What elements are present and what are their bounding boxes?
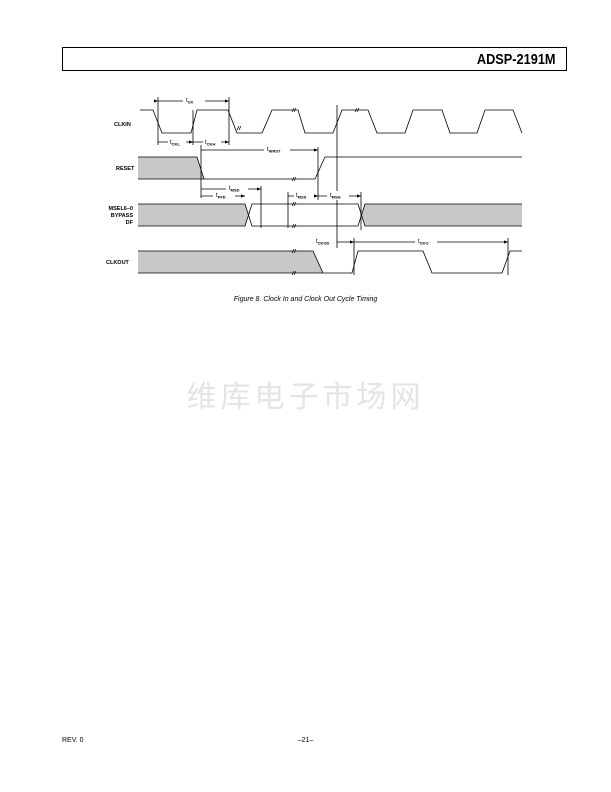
timing-label-tckh: tCKH	[205, 140, 215, 147]
signal-label-clkout: CLKOUT	[106, 260, 130, 266]
clkout-waveform	[138, 250, 522, 274]
clkin-waveform	[140, 109, 523, 134]
timing-label-tpfd: tPFD	[216, 193, 226, 200]
reset-waveform	[138, 156, 522, 180]
timing-label-tcko: tCKO	[418, 239, 429, 246]
header-box: ADSP-2191M	[62, 47, 567, 71]
footer-revision: REV. 0	[62, 737, 84, 744]
clkout-waveform-fill	[138, 251, 323, 273]
signal-label-bypass: BYPASS	[111, 213, 134, 219]
footer-page-number: –21–	[297, 737, 314, 744]
timing-label-tckod: tCKOD	[316, 239, 330, 246]
msel-waveform-fill-right	[361, 204, 522, 226]
timing-label-tmsh: tMSH	[330, 193, 341, 200]
timing-label-tmss: tMSS	[296, 193, 307, 200]
timing-label-tckl: tCKL	[170, 140, 180, 147]
signal-label-df: DF	[126, 220, 134, 226]
break-marks	[236, 107, 360, 276]
msel-waveform-fill-left	[138, 204, 249, 226]
timing-label-twrst: tWRST	[267, 147, 281, 154]
watermark: 维库电子市场网	[186, 380, 425, 415]
signal-label-reset: RESET	[116, 166, 135, 172]
signal-label-clkin: CLKIN	[114, 122, 131, 128]
part-number-title: ADSP-2191M	[477, 51, 556, 68]
figure-caption: Figure 8. Clock In and Clock Out Cycle T…	[233, 296, 378, 303]
reset-waveform-fill	[138, 157, 204, 179]
timing-label-tmsd: tMSD	[229, 186, 240, 193]
timing-label-tck: tCK	[186, 98, 194, 105]
signal-label-msel: MSEL6–0	[109, 206, 133, 212]
